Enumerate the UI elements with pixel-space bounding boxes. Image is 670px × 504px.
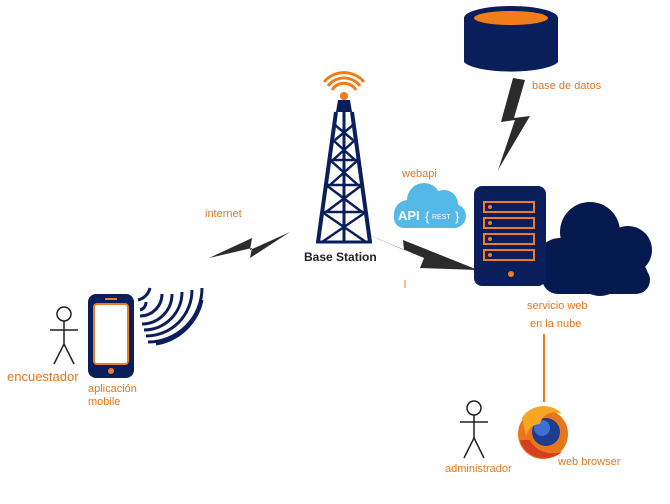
base-station-label: Base Station xyxy=(304,250,377,264)
mobile-app-label-line1: aplicación xyxy=(88,383,137,395)
wifi-signal-icon xyxy=(137,287,204,346)
bolt-tower-server xyxy=(362,232,478,270)
web-browser-icon xyxy=(518,406,568,459)
database-label: base de datos xyxy=(532,80,602,92)
admin-person-icon xyxy=(460,400,488,459)
surveyor-label: encuestador xyxy=(7,369,79,384)
svg-text:{: { xyxy=(425,209,430,224)
cloud-service-label-line1: servicio web xyxy=(527,300,588,312)
rest-badge-text: REST xyxy=(432,214,451,221)
svg-text:}: } xyxy=(455,209,460,224)
internet-label: internet xyxy=(205,208,242,220)
database-icon xyxy=(464,6,558,72)
mobile-phone-icon xyxy=(88,294,134,378)
bolt-db-server xyxy=(498,78,530,170)
api-rest-cloud-icon: API { REST } xyxy=(394,183,466,228)
mobile-app-label-line2: mobile xyxy=(88,396,121,408)
api-badge-text: API xyxy=(398,208,420,223)
base-station-tower-icon xyxy=(316,71,372,244)
cloud-service-label-line2: en la nube xyxy=(530,318,582,330)
webapi-label: webapi xyxy=(402,168,437,180)
server-icon xyxy=(474,186,546,286)
bolt-internet xyxy=(209,232,290,258)
web-browser-label: web browser xyxy=(558,456,621,468)
surveyor-person-icon xyxy=(50,306,78,365)
cloud-icon xyxy=(536,202,652,296)
admin-label: administrador xyxy=(445,463,512,475)
